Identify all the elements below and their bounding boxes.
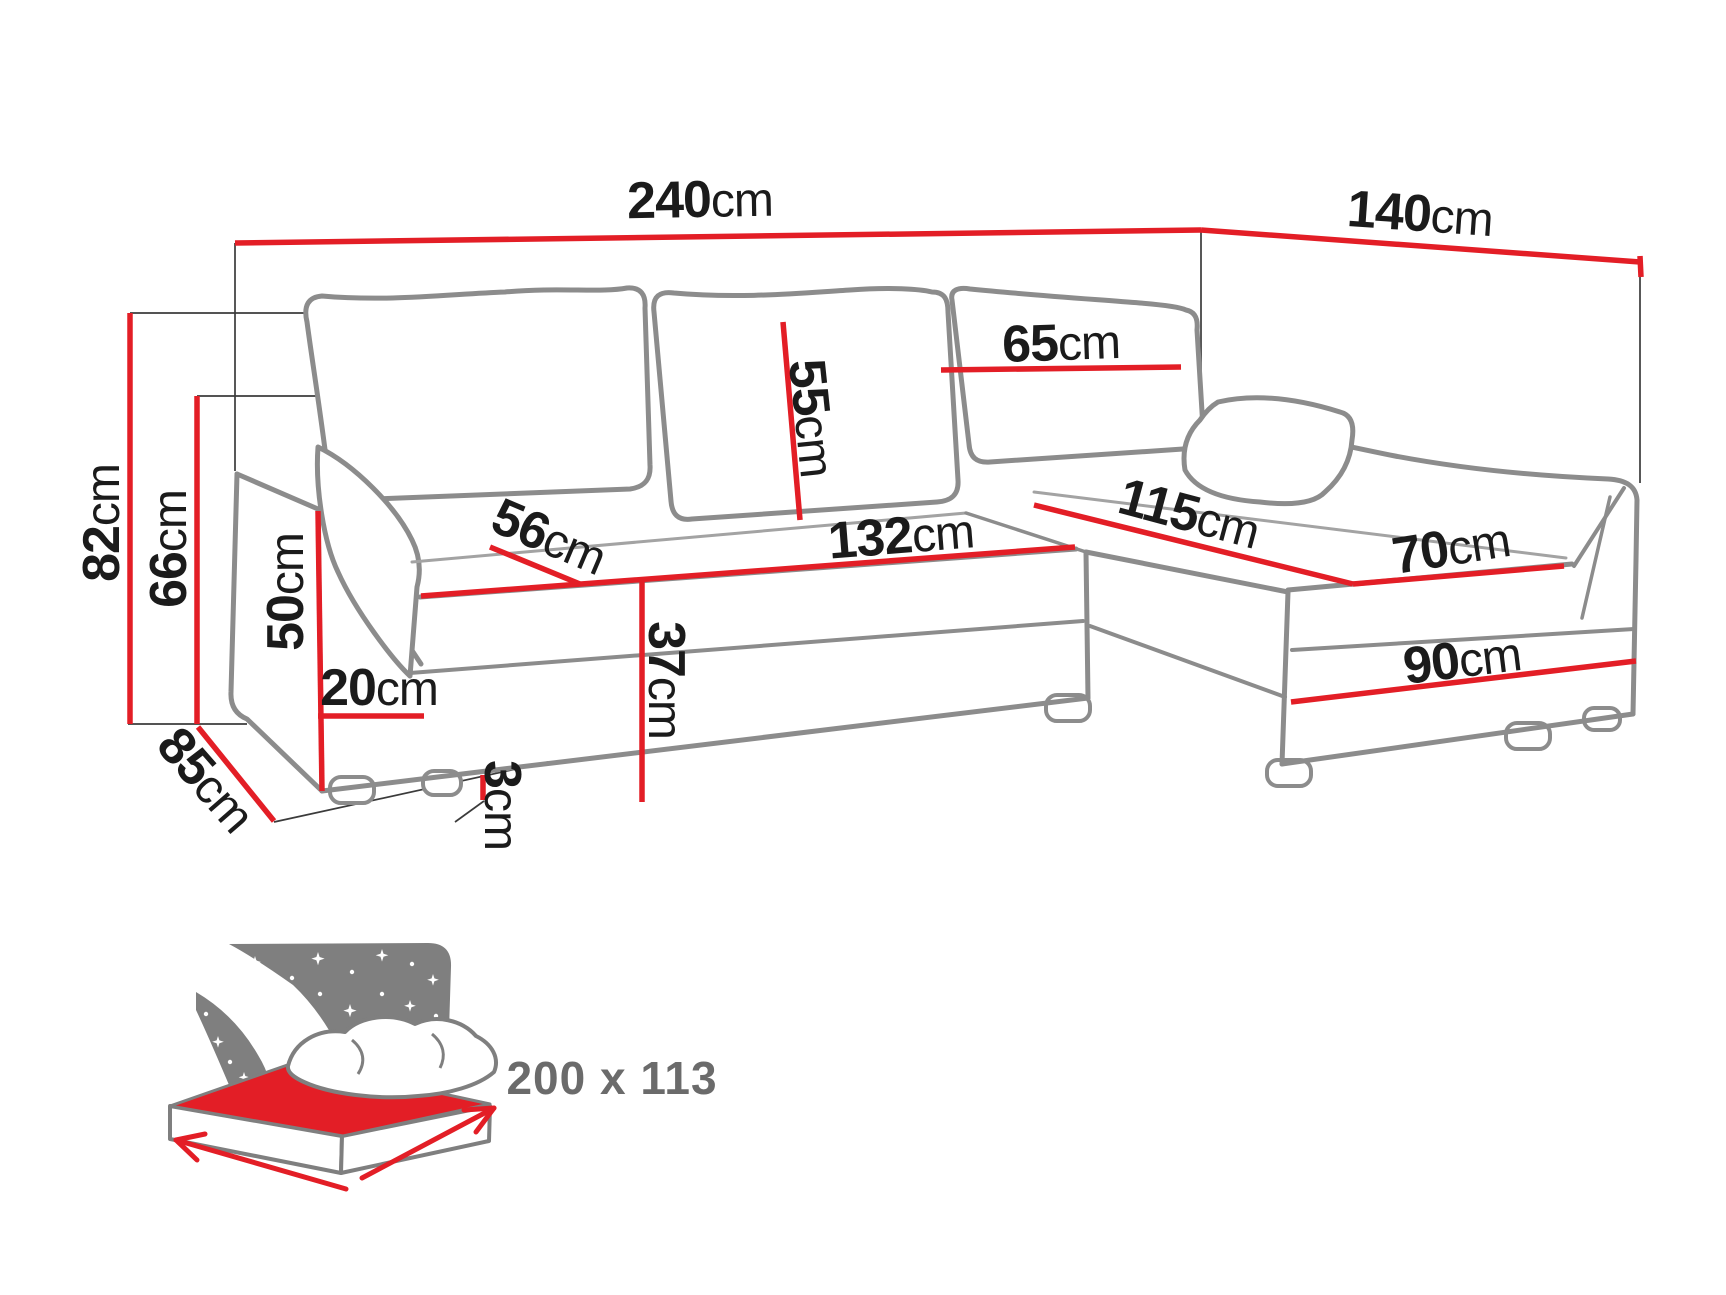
guide-85-diagonal xyxy=(273,761,549,823)
dimension-value: 70 xyxy=(1388,519,1453,586)
chaise-backrest-bottom-edge xyxy=(1032,490,1568,560)
bed-length-arrow xyxy=(173,1137,349,1192)
dimension-armrest-height: 50cm xyxy=(257,533,315,651)
corner-cushion xyxy=(1181,395,1356,507)
chaise-left-seam xyxy=(1088,624,1287,699)
chaise-right-edge xyxy=(1630,557,1639,717)
chaise-end-wedge-edge2 xyxy=(1580,495,1612,620)
dimension-value: 3 xyxy=(473,760,531,788)
dimension-value: 240 xyxy=(626,170,712,231)
dimension-value: 55 xyxy=(777,356,841,418)
dim-line-90 xyxy=(1290,658,1637,705)
dim-line-140-tick xyxy=(1637,255,1644,278)
dimension-value: 140 xyxy=(1345,179,1433,244)
dim-line-70 xyxy=(1352,563,1565,587)
dimension-unit: cm xyxy=(1444,514,1514,577)
dim-line-132 xyxy=(420,544,1076,599)
dim-line-65 xyxy=(940,364,1182,373)
base-seam xyxy=(408,619,1085,675)
bed-icon xyxy=(168,943,498,1192)
base-bottom-edge xyxy=(319,695,1091,794)
dimension-unit: cm xyxy=(909,505,976,564)
corner-vertical-edge xyxy=(1083,549,1091,701)
dim-line-240 xyxy=(234,227,1202,246)
chaise-seat-left-edge xyxy=(1083,549,1291,595)
headboard-left-panel xyxy=(196,992,269,1092)
back-cushion-right xyxy=(949,285,1206,465)
bed-length-arrowhead xyxy=(173,1131,208,1163)
dimension-value: 20 xyxy=(320,659,377,717)
bed-blanket xyxy=(285,1015,498,1100)
dimension-corner-cushion-width: 65cm xyxy=(1001,314,1121,375)
blanket-fold xyxy=(431,1032,445,1069)
armrest-cushion xyxy=(314,444,422,679)
dim-line-85 xyxy=(195,725,277,823)
dimension-depth-right: 140cm xyxy=(1345,179,1495,248)
armrest-top-edge xyxy=(234,471,321,512)
dim-line-56 xyxy=(488,544,582,587)
sofa-leg xyxy=(1265,758,1313,788)
dimension-lines xyxy=(127,227,1644,823)
chaise-bottom-edge xyxy=(1279,711,1636,767)
dimension-backrest-height: 66cm xyxy=(140,490,198,608)
sleeping-area-size: 200 x 113 xyxy=(506,1052,718,1104)
chaise-front-corner-edge xyxy=(1279,589,1291,767)
sofa-legs xyxy=(328,693,1622,805)
back-cushion-middle xyxy=(651,286,961,522)
dim-line-115 xyxy=(1033,502,1354,587)
dimension-unit: cm xyxy=(375,663,439,716)
bed-width-arrow xyxy=(359,1105,497,1181)
dimension-cushion-height: 55cm xyxy=(777,356,844,480)
dimension-seat-height: 37cm xyxy=(637,621,695,739)
dimension-leg-height: 3cm xyxy=(473,760,531,850)
dim-line-55 xyxy=(780,321,803,521)
dimension-value: 50 xyxy=(257,595,315,651)
dimension-unit: cm xyxy=(783,412,844,480)
dimension-width-total: 240cm xyxy=(626,170,774,231)
bed-width-arrowhead xyxy=(461,1105,497,1135)
dimension-unit: cm xyxy=(1455,628,1524,689)
mattress-top xyxy=(168,1060,492,1138)
dimension-value: 65 xyxy=(1001,314,1059,375)
guide-lines xyxy=(128,231,1641,823)
dimension-unit: cm xyxy=(1057,315,1121,372)
chaise-end-wedge-edge xyxy=(1572,486,1626,568)
dimension-unit: cm xyxy=(638,676,691,739)
guide-leg-floor xyxy=(454,800,485,823)
blanket-fold xyxy=(351,1038,365,1075)
dimension-value: 66 xyxy=(140,552,198,608)
dimension-unit: cm xyxy=(261,533,314,596)
chaise xyxy=(1032,395,1640,767)
dim-line-140 xyxy=(1200,227,1641,265)
back-cushions xyxy=(303,285,1206,522)
dimension-unit: cm xyxy=(474,787,527,850)
dimension-value: 82 xyxy=(73,526,131,582)
chaise-front-seam xyxy=(1290,627,1636,652)
dimension-value: 132 xyxy=(826,506,915,571)
armrest-outer-edge xyxy=(228,471,325,794)
sofa xyxy=(228,285,1640,805)
dimension-seat-width: 132cm xyxy=(826,504,976,571)
dimension-height-total: 82cm xyxy=(73,464,131,582)
dim-line-50 xyxy=(315,510,325,792)
dimension-armrest-width: 20cm xyxy=(320,659,439,717)
bed-arrows xyxy=(173,1105,497,1192)
dimension-value: 37 xyxy=(637,621,695,677)
dimension-unit: cm xyxy=(710,173,774,228)
dimension-unit: cm xyxy=(77,464,130,527)
dimension-value: 90 xyxy=(1399,631,1463,696)
dimension-unit: cm xyxy=(144,490,197,553)
mattress xyxy=(168,1015,498,1175)
back-cushion-left xyxy=(303,285,653,503)
dimension-unit: cm xyxy=(1428,189,1495,248)
